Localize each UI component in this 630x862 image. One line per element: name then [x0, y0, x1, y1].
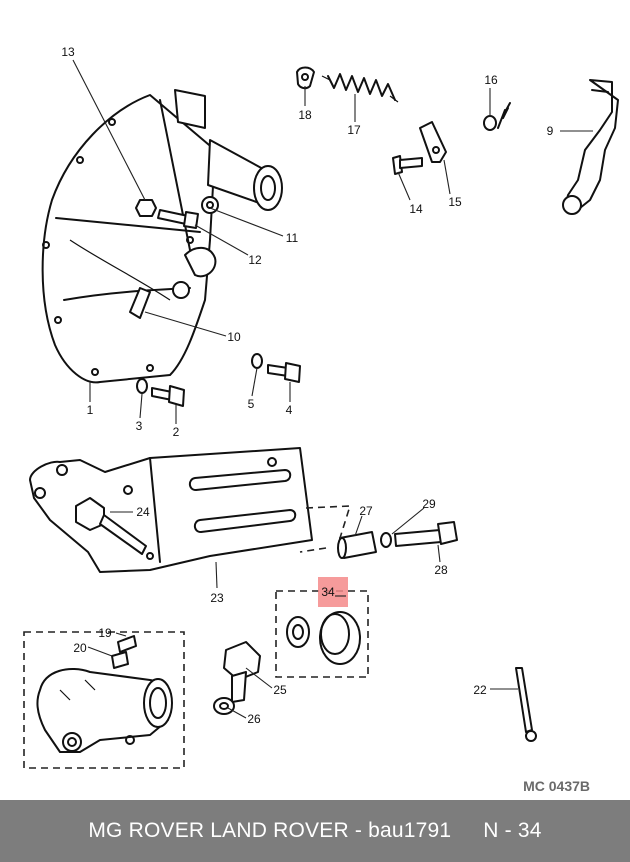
part-28-bolt — [394, 521, 458, 547]
part-22-rod — [515, 667, 537, 742]
label-part-29: 29 — [422, 497, 436, 511]
part-25-bolt — [223, 641, 261, 703]
label-part-25: 25 — [273, 683, 287, 697]
label-part-3: 3 — [136, 419, 143, 433]
label-part-16: 16 — [484, 73, 498, 87]
part-18-link — [296, 66, 315, 90]
label-part-2: 2 — [173, 425, 180, 439]
part-34-seal — [286, 611, 361, 665]
label-part-9: 9 — [547, 124, 554, 138]
label-part-4: 4 — [286, 403, 293, 417]
caption-bar: MG ROVER LAND ROVER - bau1791 N - 34 — [0, 800, 630, 862]
label-part-11: 11 — [286, 231, 299, 245]
part-15-lever — [419, 121, 447, 163]
label-part-20: 20 — [73, 641, 87, 655]
label-part-5: 5 — [248, 397, 255, 411]
highlight-marker — [318, 577, 348, 607]
part-labels: 1 2 3 4 5 9 10 11 12 13 14 15 16 17 18 1… — [61, 45, 553, 726]
mounting-dashes — [299, 505, 352, 553]
label-part-14: 14 — [409, 202, 423, 216]
part-17-spring — [321, 73, 399, 103]
part-27-spacer — [337, 531, 377, 559]
label-part-24: 24 — [136, 505, 150, 519]
label-part-26: 26 — [247, 712, 261, 726]
label-part-15: 15 — [448, 195, 462, 209]
label-part-13: 13 — [61, 45, 75, 59]
part-9-fork — [562, 79, 619, 215]
seal-kit-box — [275, 590, 369, 678]
part-13-bolt — [135, 199, 157, 217]
slave-cylinder-body — [36, 668, 173, 753]
label-part-34: 34 — [321, 585, 335, 599]
part-3-washer — [136, 378, 148, 394]
part-29-washer — [380, 532, 392, 548]
diagram-reference-code: MC 0437B — [523, 778, 590, 794]
part-16-pin — [483, 102, 511, 131]
part-4-bolt — [267, 362, 301, 383]
label-part-17: 17 — [347, 123, 361, 137]
part-26-washer — [213, 697, 235, 715]
part-1-bell-housing — [41, 89, 283, 384]
label-part-22: 22 — [473, 683, 487, 697]
label-part-18: 18 — [298, 108, 312, 122]
part-24-bolt — [75, 497, 147, 555]
part-20-bleed-screw — [111, 635, 137, 669]
part-2-bolt — [151, 385, 185, 407]
part-14-clevis-pin — [392, 155, 423, 175]
label-part-1: 1 — [87, 403, 94, 417]
label-part-10: 10 — [227, 330, 241, 344]
label-part-19: 19 — [98, 626, 112, 640]
exploded-parts-diagram: 1 2 3 4 5 9 10 11 12 13 14 15 16 17 18 1… — [23, 45, 619, 794]
caption-page: N - 34 — [483, 819, 542, 842]
caption-title: MG ROVER LAND ROVER - bau1791 — [88, 819, 452, 842]
label-part-28: 28 — [434, 563, 448, 577]
label-part-12: 12 — [248, 253, 262, 267]
label-part-27: 27 — [359, 504, 373, 518]
label-part-23: 23 — [210, 591, 224, 605]
part-23-bracket — [29, 447, 313, 573]
leader-lines — [72, 59, 593, 719]
slave-cylinder-box — [23, 631, 185, 769]
part-12-bolt — [157, 209, 199, 229]
part-5-washer — [251, 353, 263, 369]
